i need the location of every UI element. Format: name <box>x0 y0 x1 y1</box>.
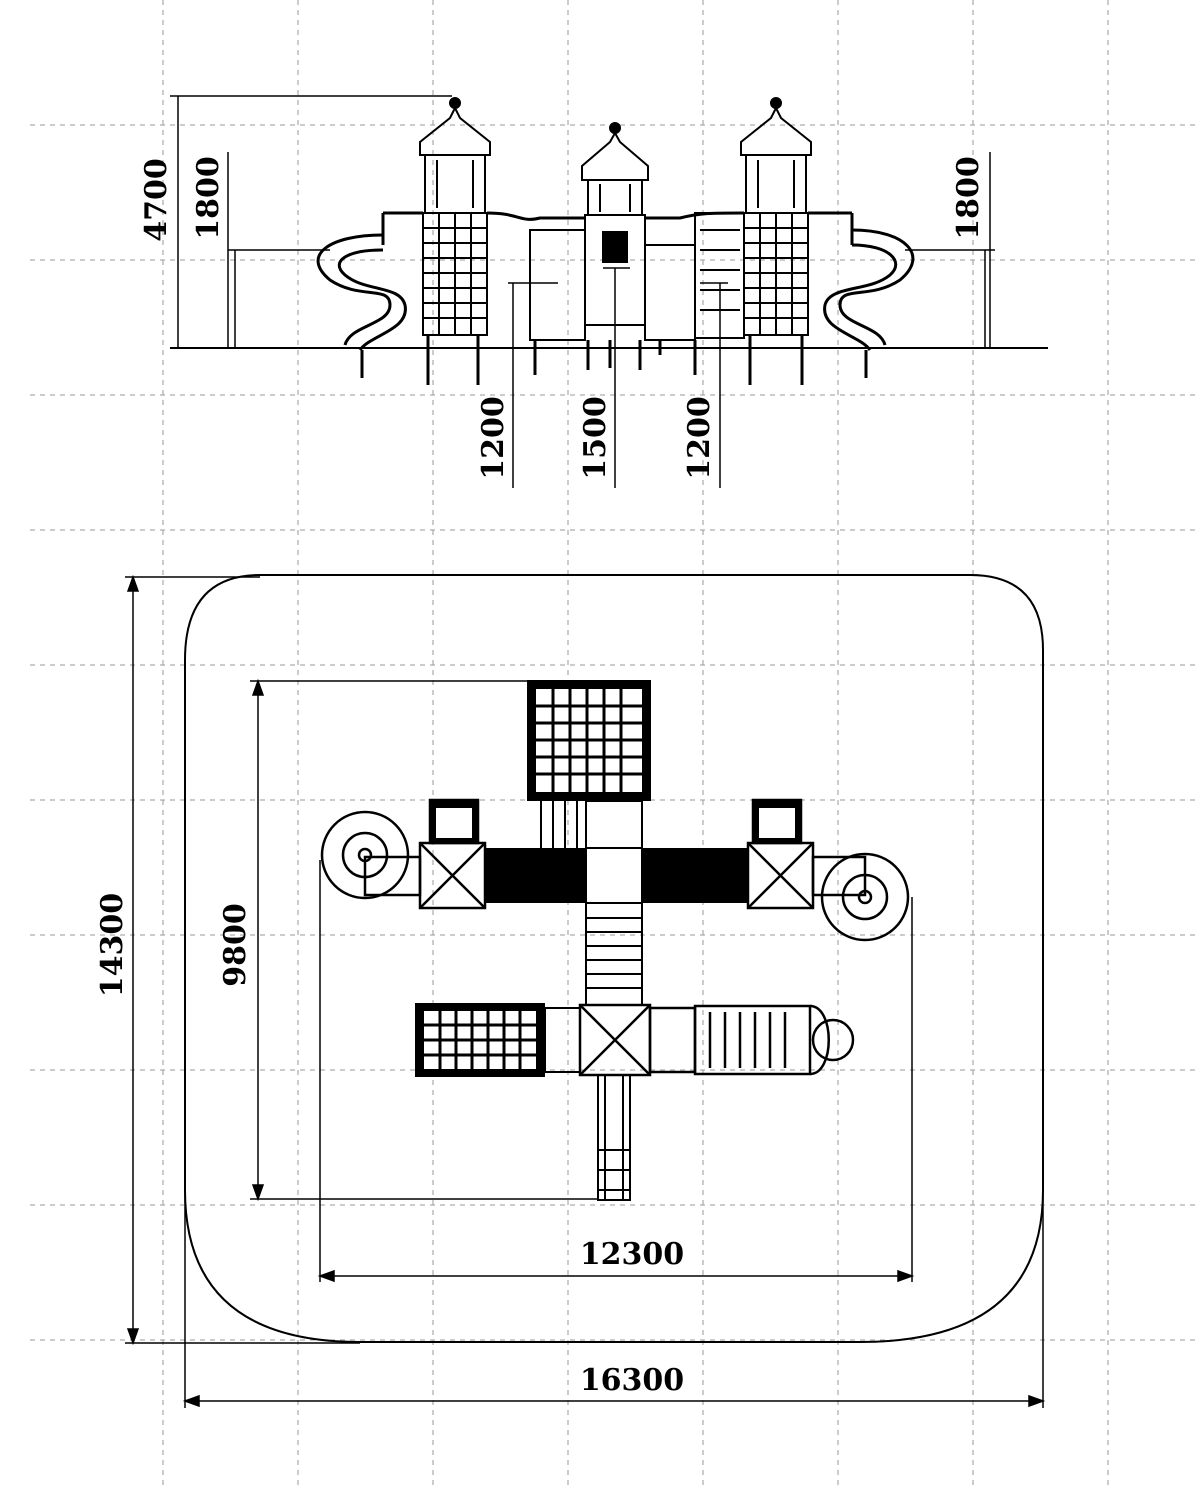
dim-low-platform-left: 1200 <box>476 396 511 480</box>
ladder-bottom <box>597 1074 631 1201</box>
spiral-slide-right <box>823 228 915 378</box>
spiral-slide-plan-right <box>811 852 910 942</box>
dim-low-platform-right: 1200 <box>682 396 717 480</box>
elevation-dimension-lines <box>170 95 995 488</box>
safety-zone-outline <box>184 574 1044 1343</box>
central-platform <box>485 847 748 904</box>
plan-view: 14300 9800 12300 16300 <box>95 574 1046 1408</box>
dim-safety-zone-width: 16300 <box>580 1363 684 1398</box>
climbing-net-top <box>527 680 651 850</box>
bridges <box>381 211 854 375</box>
dim-right-platform-height: 1800 <box>951 156 986 240</box>
elevation-view: 4700 1800 1800 1200 1500 1200 <box>139 95 1048 488</box>
ladder-center <box>585 902 643 1006</box>
dim-equipment-depth: 9800 <box>218 903 253 987</box>
dim-total-height: 4700 <box>139 158 174 242</box>
climbing-net-lower-left <box>415 1003 581 1077</box>
dim-left-platform-height: 1800 <box>191 156 226 240</box>
spiral-slide-plan-left <box>320 810 422 900</box>
straight-slide-lower-right <box>648 1004 855 1076</box>
tower-right <box>740 97 812 385</box>
tower-left <box>419 97 491 385</box>
dim-equipment-width: 12300 <box>580 1237 684 1272</box>
left-cross-platform <box>418 798 487 910</box>
dim-mid-platform: 1500 <box>578 396 613 480</box>
spiral-slide-left <box>316 233 407 378</box>
dim-safety-zone-depth: 14300 <box>95 893 130 997</box>
right-cross-platform <box>746 798 815 910</box>
plan-dimension-lines <box>125 574 1046 1408</box>
lower-cross-platform <box>578 1003 652 1077</box>
